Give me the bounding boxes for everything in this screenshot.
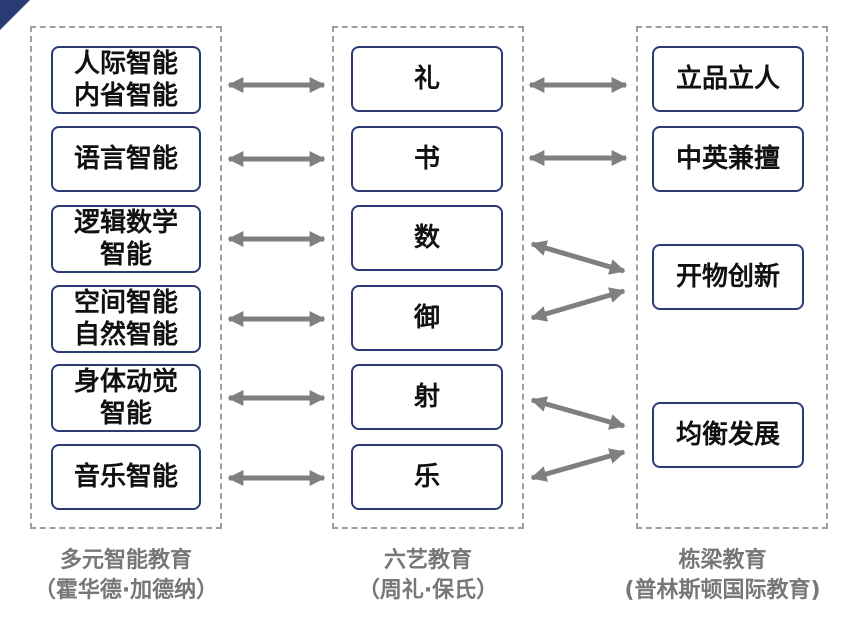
middle-node-yue: 乐 — [351, 444, 503, 510]
caption-six-arts: 六艺教育 （周礼·保氏） — [357, 548, 499, 603]
left-node-interpersonal: 人际智能 内省智能 — [51, 46, 201, 114]
caption-multiple-intelligences: 多元智能教育 （霍华德·加德纳） — [33, 548, 219, 603]
left-node-logical: 逻辑数学 智能 — [51, 205, 201, 273]
left-node-bodily: 身体动觉 智能 — [51, 364, 201, 432]
group-pillar-education — [636, 26, 828, 529]
middle-node-shu-math: 数 — [351, 205, 503, 271]
arrow-middle2-right2 — [530, 240, 626, 275]
arrow-middle4-right3 — [530, 396, 626, 430]
arrow-middle3-right2 — [530, 287, 626, 322]
right-node-balanced: 均衡发展 — [652, 402, 804, 468]
middle-node-yu: 御 — [351, 285, 503, 351]
group-multiple-intelligences — [30, 26, 222, 529]
middle-node-li: 礼 — [351, 46, 503, 112]
right-node-character: 立品立人 — [652, 46, 804, 112]
right-node-bilingual: 中英兼擅 — [652, 126, 804, 192]
group-six-arts — [332, 26, 524, 529]
arrow-middle5-right3 — [530, 448, 626, 482]
caption-pillar-education: 栋梁教育 (普林斯顿国际教育) — [624, 548, 821, 603]
left-node-spatial: 空间智能 自然智能 — [51, 285, 201, 353]
middle-node-shu-writing: 书 — [351, 126, 503, 192]
middle-node-she: 射 — [351, 364, 503, 430]
right-node-innovation: 开物创新 — [652, 244, 804, 310]
left-node-linguistic: 语言智能 — [51, 126, 201, 192]
corner-decoration — [0, 0, 30, 30]
left-node-musical: 音乐智能 — [51, 444, 201, 510]
